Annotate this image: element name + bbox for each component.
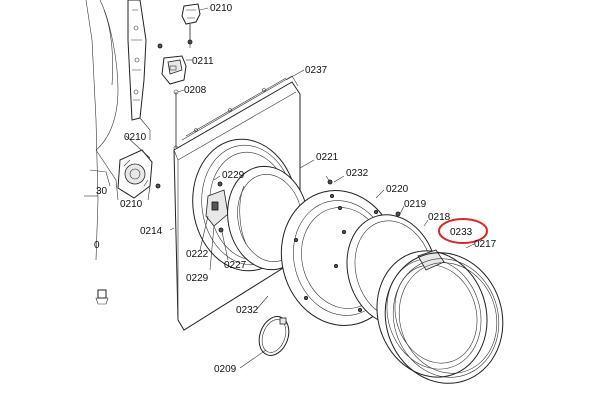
label-0210-mid: 0210 [124, 132, 147, 143]
label-0221: 0221 [316, 152, 339, 163]
highlight-circle-0233 [438, 218, 488, 244]
label-0232-top: 0232 [346, 168, 369, 179]
clamp-0209 [258, 316, 290, 356]
outer-ring-0217 [384, 252, 504, 384]
label-0211: 0211 [192, 56, 214, 67]
label-0220: 0220 [386, 184, 409, 195]
hinge-bracket-0210-top [181, 3, 201, 48]
label-0229-low: 0229 [186, 273, 209, 284]
label-0222: 0222 [186, 249, 209, 260]
label-0233: 0233 [450, 227, 473, 238]
leader-lines [125, 7, 475, 369]
lock-mechanism-0222 [205, 181, 229, 233]
label-0232-low: 0232 [236, 305, 259, 316]
label-30: 30 [96, 186, 108, 197]
label-0210-top: 0210 [210, 3, 233, 14]
label-0227: 0227 [224, 260, 247, 271]
cabinet-frame [84, 0, 119, 261]
label-0219: 0219 [404, 199, 427, 210]
label-0218: 0218 [428, 212, 451, 223]
label-0208: 0208 [184, 85, 207, 96]
foot-screw [95, 289, 109, 305]
label-0209: 0209 [214, 364, 237, 375]
rod-0208 [173, 89, 179, 151]
label-0217: 0217 [474, 239, 497, 250]
part-labels: 0210 0211 0208 0237 0210 30 0210 0 0229 … [94, 3, 497, 375]
control-rail [127, 0, 151, 140]
label-0: 0 [94, 240, 100, 251]
hinge-bracket-0210-lower [117, 149, 161, 199]
label-0237: 0237 [305, 65, 328, 76]
door-lock-0211 [157, 43, 187, 85]
label-0229-top: 0229 [222, 170, 245, 181]
screws-0232 [325, 175, 333, 185]
label-0210-low: 0210 [120, 199, 143, 210]
label-0214: 0214 [140, 226, 163, 237]
